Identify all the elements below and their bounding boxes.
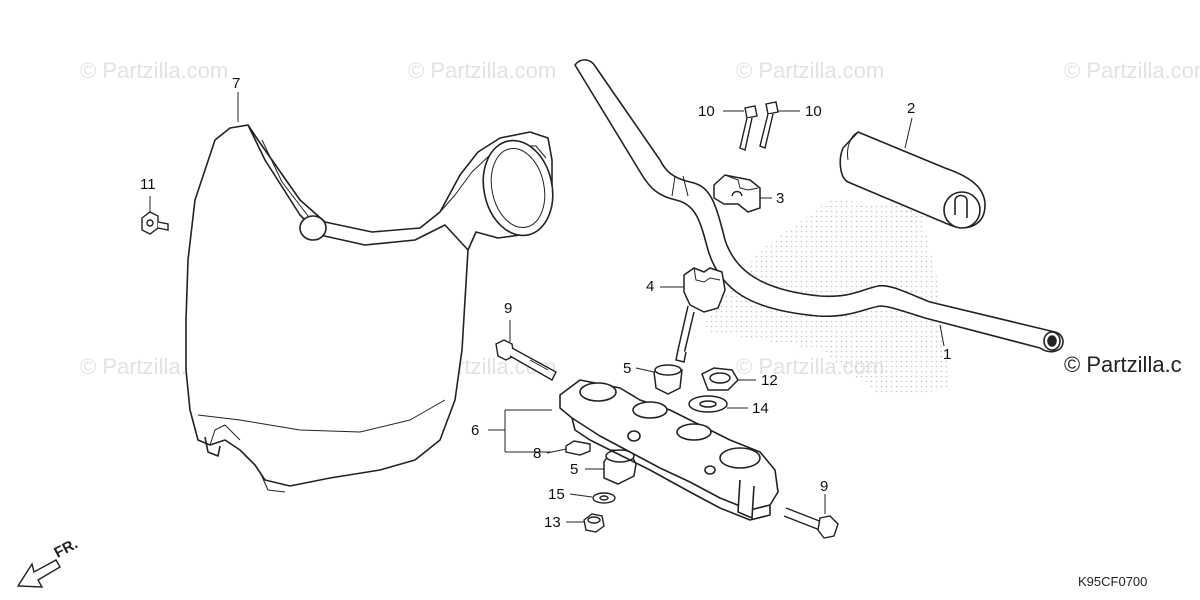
callout-label: 5 <box>570 461 579 478</box>
diagram-code: K95CF0700 <box>1078 574 1148 589</box>
handlebar-part <box>574 59 1064 353</box>
bolt-9-lower-part <box>783 507 839 539</box>
callout-label: 7 <box>232 75 241 92</box>
leader-lines <box>149 92 945 523</box>
handlebar-pad-part <box>839 131 986 229</box>
bolt-11-part <box>141 211 169 235</box>
top-bridge-part <box>559 379 779 521</box>
copyright-notice: © Partzilla.c <box>1064 352 1182 377</box>
washer-15-part <box>592 492 616 504</box>
callout-label: 14 <box>752 400 769 417</box>
number-plate-part <box>185 124 554 493</box>
callout-label: 9 <box>820 478 829 495</box>
bolt-10-part <box>739 101 779 151</box>
callout-label: 4 <box>646 278 655 295</box>
holder-cap-part <box>713 174 761 213</box>
watermark: © Partzilla.com <box>408 58 557 83</box>
collar-5-upper-part <box>653 364 683 395</box>
callout-label: 11 <box>140 176 156 193</box>
front-direction-arrow-icon <box>16 559 61 588</box>
washer-14-part <box>688 395 728 413</box>
bolt-9-upper-part <box>495 339 557 381</box>
callout-label: 13 <box>544 514 561 531</box>
callout-label: 8 <box>533 445 542 462</box>
callout-label: 1 <box>943 346 952 363</box>
plate-8-part <box>565 440 591 456</box>
callout-label: 15 <box>548 486 565 503</box>
handlebar-holder-part <box>675 267 726 363</box>
callout-label: 5 <box>623 360 632 377</box>
watermark: © Partzilla.com <box>1064 58 1200 83</box>
callout-label: 9 <box>504 300 513 317</box>
callout-label: 12 <box>761 372 778 389</box>
nut-13-part <box>583 513 605 533</box>
nut-12-part <box>701 367 739 391</box>
watermark: © Partzilla.com <box>80 58 229 83</box>
callout-label: 3 <box>776 190 785 207</box>
callout-label: 6 <box>471 422 480 439</box>
callout-label: 10 <box>698 103 715 120</box>
callout-label: 10 <box>805 103 822 120</box>
watermark: © Partzilla.com <box>736 58 885 83</box>
callout-label: 2 <box>907 100 916 117</box>
